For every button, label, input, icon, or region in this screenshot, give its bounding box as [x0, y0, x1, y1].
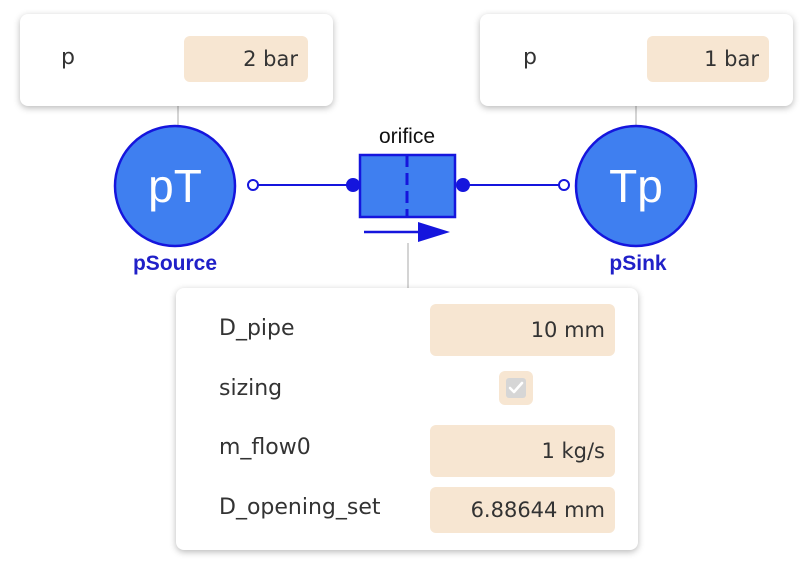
psink-parameter-card: p 1 bar — [480, 14, 793, 106]
psink-component[interactable]: Tp — [574, 124, 698, 248]
flow-direction-arrow-icon — [364, 222, 450, 242]
sizing-label: sizing — [219, 376, 283, 401]
psink-p-input[interactable]: 1 bar — [647, 36, 769, 82]
orifice-parameter-card: D_pipe 10 mm sizing m_flow0 1 kg/s D_ope… — [176, 288, 638, 550]
sizing-checkbox[interactable] — [499, 371, 533, 405]
orifice-name: orifice — [379, 125, 435, 148]
orifice-port-a[interactable] — [346, 178, 360, 192]
psource-icon-text: pT — [148, 160, 202, 212]
checkmark-icon — [508, 381, 524, 394]
d-opening-set-label: D_opening_set — [219, 495, 381, 520]
m-flow0-input[interactable]: 1 kg/s — [430, 425, 615, 477]
psource-name: pSource — [133, 252, 217, 275]
psink-port[interactable] — [558, 179, 570, 191]
d-pipe-label: D_pipe — [219, 316, 295, 341]
orifice-component[interactable] — [358, 153, 457, 219]
orifice-port-b[interactable] — [456, 178, 470, 192]
psource-p-label: p — [61, 45, 75, 70]
psource-component[interactable]: pT — [113, 124, 237, 248]
psource-port[interactable] — [247, 179, 259, 191]
psink-icon-text: Tp — [609, 160, 663, 212]
psource-parameter-card: p 2 bar — [20, 14, 333, 106]
psink-name: pSink — [609, 252, 666, 275]
m-flow0-label: m_flow0 — [219, 435, 311, 460]
psource-p-input[interactable]: 2 bar — [184, 36, 308, 82]
d-pipe-input[interactable]: 10 mm — [430, 304, 615, 356]
d-opening-set-input[interactable]: 6.88644 mm — [430, 487, 615, 533]
psink-p-label: p — [523, 45, 537, 70]
